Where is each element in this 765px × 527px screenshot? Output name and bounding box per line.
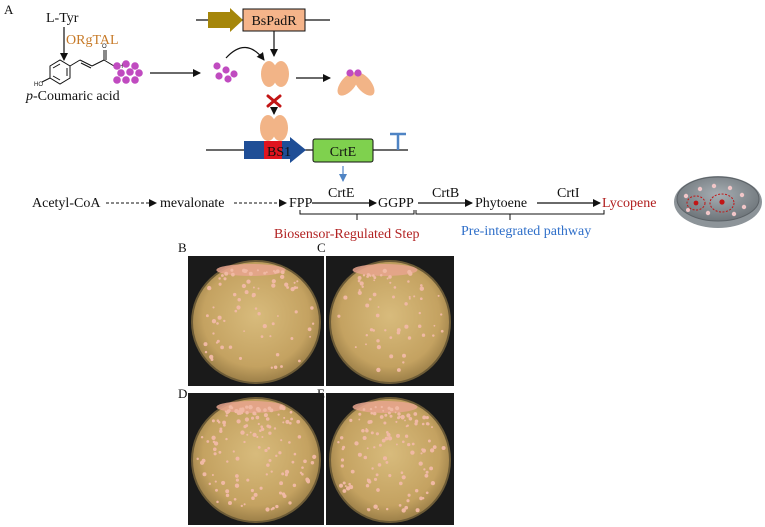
padr-dimer-bound (260, 115, 288, 141)
plate-photo-c (326, 256, 454, 386)
inhibition-x-icon (266, 94, 282, 108)
crte-gene-box (312, 138, 374, 163)
orgtal-label: ORgTAL (66, 33, 119, 48)
panel-label-a: A (4, 2, 14, 17)
panel-label-b: B (178, 240, 187, 255)
crte-enzyme-label: CrtE (328, 186, 354, 201)
padr-promoter-arrow (208, 8, 243, 32)
crte-gene-label: CrtE (330, 145, 356, 160)
mevalonate-label: mevalonate (160, 196, 225, 211)
pre-integrated-pathway-label: Pre-integrated pathway (461, 224, 591, 239)
plate-photo-d (188, 393, 324, 525)
terminator-icon (390, 132, 406, 150)
panel-label-d: D (178, 386, 187, 401)
biosensor-regulated-step-label: Biosensor-Regulated Step (274, 227, 420, 242)
p-prefix: p (25, 89, 33, 104)
padr-dimer-free (261, 61, 289, 87)
panel-label-c: C (317, 240, 326, 255)
o-label-acid: O (102, 44, 107, 50)
l-tyr-label: L-Tyr (46, 11, 79, 26)
phytoene-label: Phytoene (475, 196, 527, 211)
oh-label-ring: HO (34, 82, 43, 88)
coumaric-acid-structure (41, 50, 115, 85)
crti-enzyme-label: CrtI (557, 186, 580, 201)
petri-dish-illustration (674, 176, 762, 228)
acetyl-coa-label: Acetyl-CoA (32, 196, 101, 211)
binding-curve-arrow (225, 46, 265, 61)
plate-photo-b (188, 256, 324, 386)
bs1-label: BS1 (267, 145, 291, 160)
ggpp-label: GGPP (378, 196, 414, 211)
lycopene-label: Lycopene (602, 196, 656, 211)
plate-photo-e (326, 393, 454, 525)
ligand-cluster-1 (113, 60, 143, 84)
crtb-enzyme-label: CrtB (432, 186, 459, 201)
bs1-site (264, 141, 282, 159)
fpp-label: FPP (289, 196, 313, 211)
coumaric-suffix: -Coumaric acid (33, 89, 120, 104)
p-coumaric-acid-label: p-Coumaric acid (25, 89, 120, 104)
bspadr-label: BsPadR (251, 14, 297, 29)
padr-ligand-complex (337, 69, 375, 96)
plate-photos (188, 256, 454, 525)
ligand-cluster-2 (213, 62, 238, 83)
